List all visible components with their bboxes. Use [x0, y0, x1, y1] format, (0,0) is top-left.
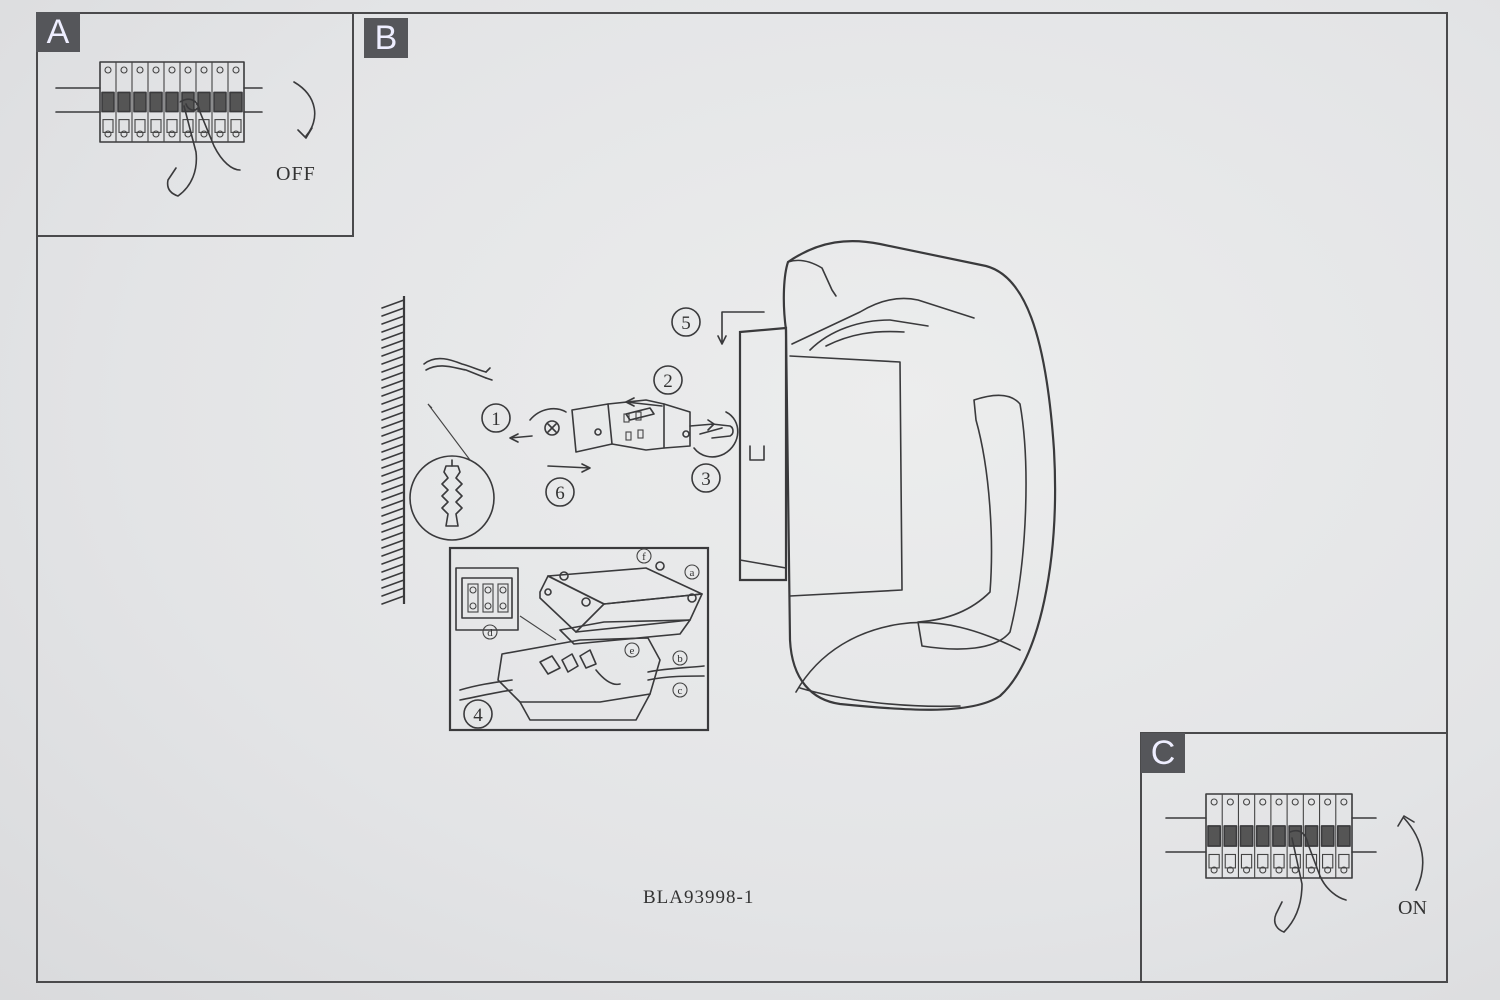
wire-bundle: [423, 357, 493, 381]
arrow-icon: [529, 407, 567, 421]
wall-lamp: [738, 239, 1057, 711]
step-number: 3: [701, 469, 711, 490]
step-1-marker: 1: [481, 403, 511, 433]
breaker-module: [1319, 794, 1335, 878]
step-number: 1: [491, 409, 501, 430]
breaker-module: [179, 62, 195, 142]
callout-c: c: [672, 682, 688, 698]
breaker-panel-c: [1165, 793, 1377, 879]
breaker-module: [147, 62, 163, 142]
panel-c-tag: C: [1141, 733, 1185, 773]
step-2-marker: 2: [653, 365, 683, 395]
rotate-down-arrow-icon: [293, 81, 316, 139]
breaker-module: [1335, 794, 1351, 878]
svg-text:b: b: [677, 653, 683, 665]
panel-a-box: [36, 12, 354, 237]
svg-text:e: e: [630, 645, 635, 657]
arrow-icon: [625, 397, 663, 407]
breaker-module: [1254, 794, 1270, 878]
callout-e: e: [624, 642, 640, 658]
panel-c-box: [1140, 732, 1448, 983]
breaker-module: [99, 62, 115, 142]
breaker-module: [211, 62, 227, 142]
model-code: BLA93998-1: [643, 887, 755, 908]
svg-text:c: c: [678, 685, 683, 697]
on-label: ON: [1398, 897, 1427, 919]
step-number: 6: [555, 483, 565, 504]
breaker-module: [1221, 794, 1238, 878]
callout-b: b: [672, 650, 688, 666]
svg-text:d: d: [487, 627, 493, 639]
breaker-module: [1270, 794, 1286, 878]
step-number: 4: [473, 705, 483, 726]
off-label: OFF: [276, 163, 316, 185]
svg-text:f: f: [642, 551, 646, 563]
wall-hatch: [381, 296, 406, 605]
arrow-icon: [717, 311, 765, 345]
mounting-bracket: [571, 399, 691, 453]
step-5-marker: 5: [671, 307, 701, 337]
breaker-module: [1237, 794, 1254, 878]
breaker-module: [115, 62, 131, 142]
breaker-module: [131, 62, 147, 142]
wall-plug-detail: [409, 403, 495, 541]
panel-a-tag: A: [36, 12, 80, 52]
arrow-icon: [547, 463, 591, 473]
outer-frame: [36, 12, 1448, 983]
rotate-arrow-icon: [693, 411, 739, 458]
arrow-icon: [689, 419, 715, 431]
step-3-marker: 3: [691, 463, 721, 493]
arrow-icon: [509, 433, 533, 443]
junction-box-detail: [448, 546, 710, 732]
breaker-module: [163, 62, 179, 142]
breaker-module: [1286, 794, 1303, 878]
hand-icon: [166, 98, 241, 197]
svg-text:a: a: [690, 567, 695, 579]
step-number: 5: [681, 313, 691, 334]
hand-icon: [1273, 829, 1347, 933]
screw-icon: [625, 407, 734, 439]
callout-a: a: [684, 564, 700, 580]
step-6-marker: 6: [545, 477, 575, 507]
callout-f: f: [636, 548, 652, 564]
step-4-marker: 4: [463, 699, 493, 729]
callout-d: d: [482, 624, 498, 640]
panel-b-tag: B: [364, 18, 408, 58]
step-number: 2: [663, 371, 673, 392]
screw-icon: [544, 420, 560, 436]
breaker-panel-a: [55, 61, 263, 143]
breaker-module: [1205, 794, 1222, 878]
breaker-module: [227, 62, 243, 142]
rotate-up-arrow-icon: [1397, 815, 1424, 891]
